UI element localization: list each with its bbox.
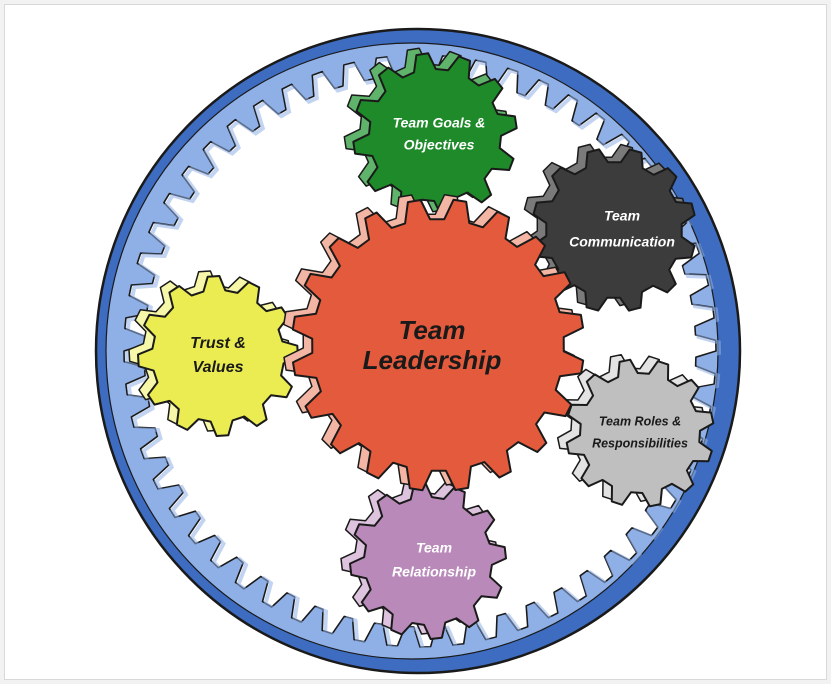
gear-label-team-roles-responsibilities-line-2: Responsibilities (592, 436, 688, 450)
gear-label-trust-values-line-1: Trust & (190, 335, 246, 352)
gear-label-team-goals-objectives-line-2: Objectives (404, 137, 475, 153)
gear-face-trust-values (137, 275, 299, 437)
gear-label-team-roles-responsibilities-line-1: Team Roles & (599, 414, 681, 428)
gear-trust-values: Trust & Values (128, 270, 299, 437)
ring-gear-teeth-shade (124, 54, 722, 652)
gear-label-team-communication-line-2: Communication (569, 234, 675, 250)
gear-label-team-leadership-line-2: Leadership (363, 345, 502, 375)
gear-label-team-communication-line-1: Team (604, 208, 640, 224)
gear-label-trust-values-line-2: Values (193, 359, 244, 376)
gear-face-team-relationship (349, 482, 507, 640)
gear-face-team-leadership (291, 198, 585, 492)
gear-team-goals-objectives: Team Goals & Objectives (343, 47, 518, 218)
team-leadership-gears-diagram: Team Goals &ObjectivesTeamCommunicationT… (94, 27, 742, 675)
gear-team-roles-responsibilities: Team Roles & Responsibilities (556, 353, 715, 508)
gear-label-team-leadership-line-1: Team (399, 315, 466, 345)
gear-label-team-relationship-line-1: Team (416, 540, 452, 556)
gear-face-team-roles-responsibilities (565, 358, 715, 508)
gear-label-team-relationship-line-2: Relationship (392, 564, 476, 580)
gear-label-team-goals-objectives-line-1: Team Goals & (393, 115, 486, 131)
gear-face-team-communication (532, 148, 696, 312)
